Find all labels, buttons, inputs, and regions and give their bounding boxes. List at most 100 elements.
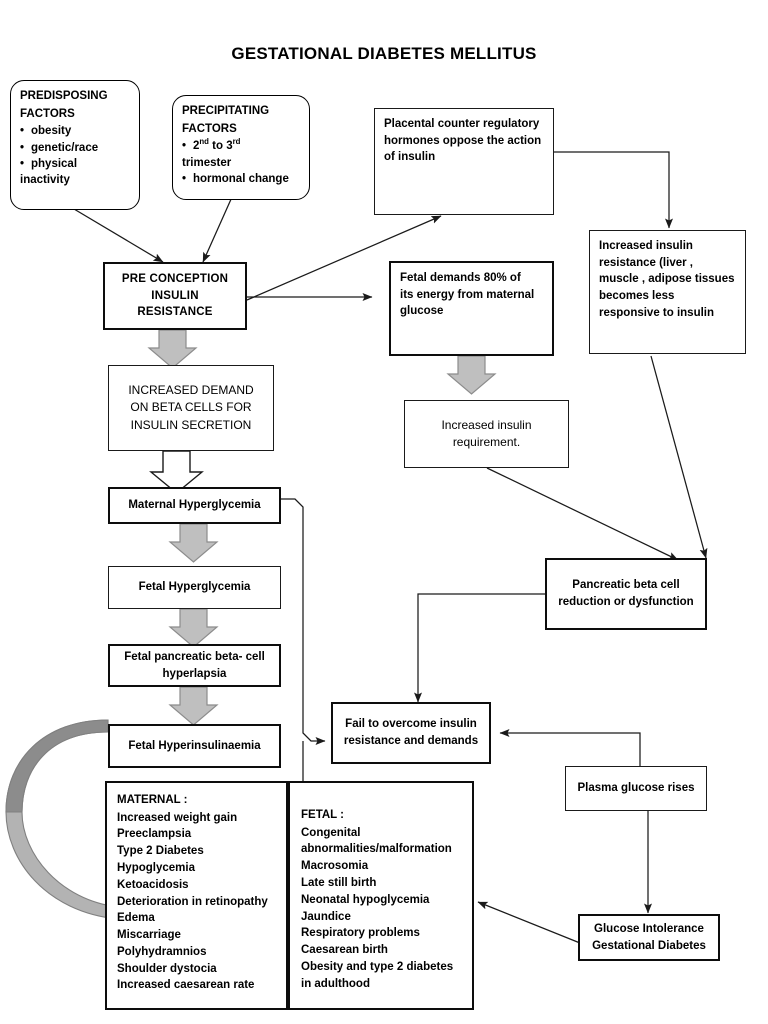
maternal-outcome-item: Type 2 Diabetes [117,845,204,858]
node-preconception-insulin-resistance: PRE CONCEPTION INSULIN RESISTANCE [103,262,247,330]
precipitating-heading-line1: PRECIPITATING [182,105,270,117]
precipitating-items: 2nd to 3rd trimester hormonal change [182,137,300,188]
placental-line3: of insulin [384,151,436,164]
fetal-pancreatic-line1: Fetal pancreatic beta- cell [124,650,265,663]
precipitating-item-0-cont: trimester [182,156,232,169]
block-arrow-fetal-hyper-to-pancreatic [168,608,219,648]
pancreatic-beta-line2: reduction or dysfunction [558,596,694,608]
predisposing-item-2: physical [20,156,130,173]
fetal-outcomes-heading: FETAL : [301,809,345,821]
increased-resistance-line5: responsive to insulin [599,306,715,319]
node-fetal-outcomes: FETAL : Congenital abnormalities/malform… [288,781,474,1010]
fetal-outcome-item: abnormalities/malformation [301,843,452,856]
block-arrow-maternal-to-fetal-hyper [168,523,219,563]
block-arrow-pancreatic-to-hyperinsulinaemia [168,686,219,726]
edge-resistance-to-pancreatic-beta [650,355,708,559]
edge-maternal-hyper-to-fail-overcome [281,498,326,745]
predisposing-items: obesity genetic/race physical inactivity [20,123,130,188]
trimester-mid: to 3 [208,140,233,153]
fetal-outcome-item: Macrosomia [301,860,369,873]
edge-placental-to-increased-resistance [554,151,674,229]
placental-line2: hormones oppose the action [384,134,542,147]
maternal-outcome-item: Increased weight gain [117,811,238,824]
increased-demand-line2: ON BETA CELLS FOR [130,400,252,415]
increased-resistance-line4: becomes less [599,290,675,303]
block-arrow-preconception-to-demand [147,329,198,369]
fetal-demands-line2: its energy from maternal [400,288,535,301]
preconception-line2: INSULIN [151,289,199,302]
node-fetal-demands: Fetal demands 80% of its energy from mat… [389,261,554,356]
preconception-line3: RESISTANCE [137,306,213,319]
preconception-line1: PRE CONCEPTION [121,272,229,285]
fail-overcome-line1: Fail to overcome insulin [345,718,477,731]
maternal-outcomes-list: Increased weight gain Preeclampsia Type … [117,810,286,995]
fetal-demands-line3: glucose [400,305,444,318]
node-placental-hormones: Placental counter regulatory hormones op… [374,108,554,215]
node-increased-insulin-resistance: Increased insulin resistance (liver , mu… [589,230,746,354]
node-increased-insulin-requirement: Increased insulin requirement. [404,400,569,468]
increased-resistance-line1: Increased insulin [599,240,693,252]
fetal-outcome-item: Jaundice [301,910,351,923]
maternal-outcome-item: Miscarriage [117,929,181,942]
predisposing-heading-line1: PREDISPOSING [20,90,108,102]
increased-resistance-line2: resistance (liver , [599,256,693,269]
maternal-outcome-item: Polyhydramnios [117,945,207,958]
node-fetal-hyperglycemia: Fetal Hyperglycemia [108,566,281,609]
page-title: GESTATIONAL DIABETES MELLITUS [231,44,537,63]
glucose-intolerance-line2: Gestational Diabetes [592,939,706,952]
maternal-outcome-item: Increased caesarean rate [117,979,255,992]
fetal-outcome-item: Neonatal hypoglycemia [301,893,430,906]
node-maternal-outcomes: MATERNAL : Increased weight gain Preecla… [105,781,288,1010]
node-fail-to-overcome: Fail to overcome insulin resistance and … [331,702,491,764]
maternal-outcome-item: Hypoglycemia [117,862,195,875]
fetal-pancreatic-line2: hyperlapsia [162,667,227,680]
node-fetal-hyperinsulinaemia: Fetal Hyperinsulinaemia [108,724,281,768]
edge-precipitating-to-preconception [202,196,233,263]
precipitating-heading-line2: FACTORS [182,122,237,135]
fetal-outcome-item: in adulthood [301,977,370,990]
fetal-outcomes-list: Congenital abnormalities/malformation Ma… [301,825,472,993]
trimester-sup-2: rd [232,137,241,147]
edge-predisposing-to-preconception [73,208,164,263]
edge-glucose-intolerance-to-outcomes [477,901,581,944]
maternal-outcome-item: Edema [117,912,155,925]
maternal-outcomes-heading: MATERNAL : [117,794,188,806]
node-predisposing-factors: PREDISPOSING FACTORS obesity genetic/rac… [10,80,140,210]
node-increased-demand-beta-cells: INCREASED DEMAND ON BETA CELLS FOR INSUL… [108,365,274,451]
node-maternal-hyperglycemia: Maternal Hyperglycemia [108,487,281,524]
block-arrow-demands-to-requirement [446,355,497,395]
maternal-outcome-item: Shoulder dystocia [117,962,217,975]
maternal-outcome-item: Deterioration in retinopathy [117,895,268,908]
increased-requirement-line2: requirement. [452,435,521,449]
edge-plasma-to-fail-overcome [499,729,648,768]
increased-demand-line1: INCREASED DEMAND [128,382,254,397]
edge-pancreatic-to-fail-overcome [414,593,547,703]
trimester-sup-1: nd [199,137,209,147]
maternal-outcome-item: Ketoacidosis [117,878,189,891]
plasma-glucose-label: Plasma glucose rises [577,782,695,795]
increased-resistance-line3: muscle , adipose tissues [599,273,735,286]
fetal-outcome-item: Caesarean birth [301,944,388,957]
fetal-hyperinsulinaemia-label: Fetal Hyperinsulinaemia [128,739,261,752]
precipitating-item-1: hormonal change [182,171,300,188]
predisposing-heading-line2: FACTORS [20,107,75,120]
fetal-outcome-item: Obesity and type 2 diabetes [301,960,454,973]
predisposing-item-2-cont: inactivity [20,174,70,187]
increased-demand-line3: INSULIN SECRETION [130,417,252,432]
fail-overcome-line2: resistance and demands [343,735,479,747]
placental-line1: Placental counter regulatory [384,118,540,130]
predisposing-item-1: genetic/race [20,140,130,157]
predisposing-item-0: obesity [20,123,130,140]
glucose-intolerance-line1: Glucose Intolerance [594,922,704,935]
node-pancreatic-beta-cell: Pancreatic beta cell reduction or dysfun… [545,558,707,630]
maternal-hyperglycemia-label: Maternal Hyperglycemia [128,499,261,512]
fetal-hyperglycemia-label: Fetal Hyperglycemia [138,581,251,594]
fetal-outcome-item: Late still birth [301,877,377,890]
fetal-outcome-item: Congenital [301,826,361,839]
pancreatic-beta-line1: Pancreatic beta cell [572,579,680,592]
trimester-num-1: 2 [193,140,200,153]
node-precipitating-factors: PRECIPITATING FACTORS 2nd to 3rd trimest… [172,95,310,200]
fetal-outcome-item: Respiratory problems [301,927,420,940]
node-plasma-glucose-rises: Plasma glucose rises [565,766,707,811]
